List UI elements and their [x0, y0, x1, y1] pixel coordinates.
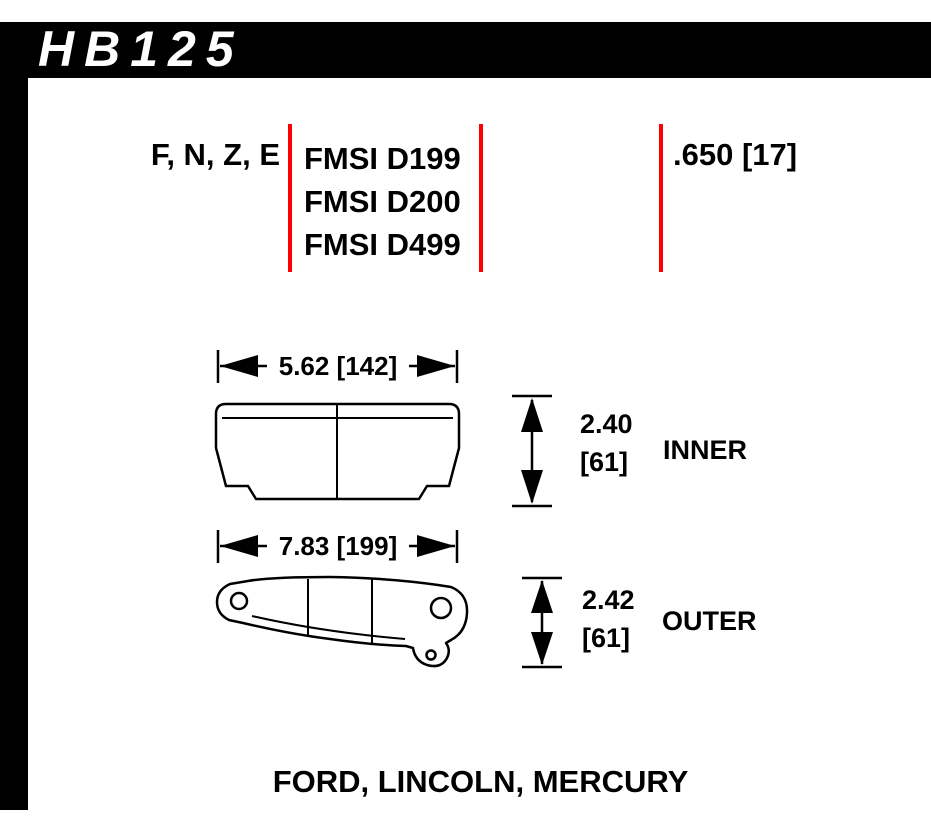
part-number: HB125 — [38, 21, 244, 77]
fmsi-number-list: FMSI D199 FMSI D200 FMSI D499 — [304, 137, 461, 266]
fmsi-number: FMSI D200 — [304, 184, 461, 219]
outer-width-dimension: 7.83 [199] — [216, 530, 459, 563]
vehicle-applications: FORD, LINCOLN, MERCURY — [272, 764, 689, 799]
inner-pad-outline — [214, 402, 461, 501]
inner-width-value: 5.62 [142] — [279, 351, 398, 381]
outer-pad-drawing — [215, 575, 469, 668]
red-divider-2 — [479, 124, 483, 272]
arrow-left-icon — [220, 355, 258, 377]
header-bar: HB125 — [0, 21, 931, 78]
arrow-up-icon — [531, 580, 553, 613]
arrow-right-icon — [417, 355, 455, 377]
arrow-down-icon — [531, 632, 553, 665]
inner-pad-drawing — [214, 402, 461, 501]
dim-text-mask — [267, 350, 409, 382]
mounting-hole — [425, 649, 437, 661]
outer-height-dimension: 2.42 [61] OUTER — [522, 576, 757, 669]
dim-text-mask — [267, 530, 409, 562]
outer-pad-label: OUTER — [662, 606, 757, 636]
arrow-down-icon — [521, 470, 543, 504]
inner-height-mm: [61] — [580, 447, 628, 477]
fmsi-number: FMSI D199 — [304, 141, 461, 176]
outer-width-value: 7.83 [199] — [279, 531, 398, 561]
left-black-bar — [0, 22, 28, 810]
red-divider-3 — [659, 124, 663, 272]
arrow-right-icon — [417, 535, 455, 557]
fmsi-number: FMSI D499 — [304, 227, 461, 262]
pad-thickness-spec: .650 [17] — [673, 137, 798, 172]
inner-height-dimension: 2.40 [61] INNER — [512, 394, 747, 508]
inner-pad-label: INNER — [663, 435, 747, 465]
arrow-up-icon — [521, 398, 543, 432]
compound-codes: F, N, Z, E — [150, 137, 280, 172]
arrow-left-icon — [220, 535, 258, 557]
outer-height-in: 2.42 — [582, 585, 635, 615]
red-divider-1 — [288, 124, 292, 272]
inner-height-in: 2.40 — [580, 409, 633, 439]
mounting-hole — [229, 591, 249, 611]
outer-pad-friction-line — [251, 615, 406, 640]
outer-height-mm: [61] — [582, 623, 630, 653]
inner-width-dimension: 5.62 [142] — [216, 350, 459, 383]
outer-pad-outline — [215, 575, 469, 668]
mounting-hole — [429, 596, 453, 620]
